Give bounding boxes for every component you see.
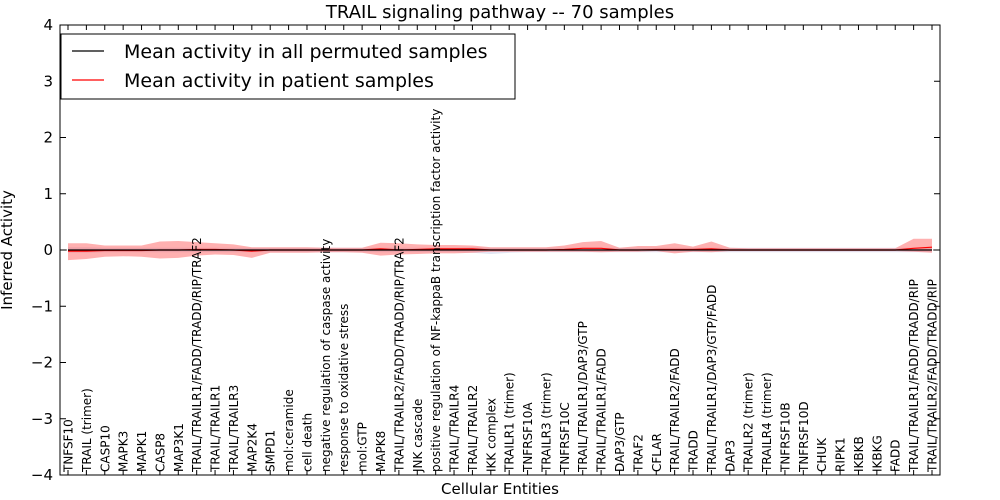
y-tick-label: 4 [43, 16, 53, 34]
x-tick-label: TRAILR3 (trimer) [539, 372, 553, 473]
x-tick-label: mol:ceramide [282, 389, 296, 472]
y-tick-label: −2 [31, 354, 53, 372]
x-tick-label: DAP3/GTP [613, 412, 627, 472]
x-tick-label: MAP2K4 [245, 423, 259, 472]
x-tick-label: TRAIL/TRAILR1/DAP3/GTP/FADD [705, 285, 719, 473]
x-tick-label: negative regulation of caspase activity [319, 239, 333, 472]
x-tick-label: TRAILR1 (trimer) [503, 372, 517, 473]
x-tick-label: MAPK1 [135, 431, 149, 472]
x-tick-label: DAP3 [723, 440, 737, 472]
legend: Mean activity in all permuted samples Me… [60, 33, 516, 100]
x-tick-label: SMPD1 [264, 430, 278, 472]
x-axis-label: Cellular Entities [441, 480, 559, 498]
x-tick-label: TRAILR2 (trimer) [742, 372, 756, 473]
x-tick-label: TRADD [687, 430, 701, 473]
x-tick-label: MAPK8 [374, 431, 388, 472]
x-tick-label: TNFRSF10B [778, 402, 792, 473]
x-tick-label: IKBKB [852, 436, 866, 472]
x-tick-label: TRAIL/TRAILR1/DAP3/GTP [576, 321, 590, 473]
y-tick-label: −1 [31, 297, 53, 315]
x-tick-label: TRAIL/TRAILR2 [466, 385, 480, 473]
x-tick-label: TRAIL/TRAILR4 [448, 385, 462, 473]
legend-label-patient: Mean activity in patient samples [124, 70, 434, 92]
y-tick-label: 0 [43, 241, 53, 259]
x-tick-label: CASP10 [98, 425, 112, 472]
x-tick-label: TRAIL/TRAILR1/FADD [595, 348, 609, 473]
x-tick-label: TNFRSF10D [797, 401, 811, 473]
x-tick-label: RIPK1 [834, 437, 848, 472]
x-tick-label: cell death [300, 413, 314, 472]
x-tick-label: IKK complex [484, 398, 498, 472]
x-tick-label: MAPK3 [117, 431, 131, 472]
y-tick-label: −3 [31, 410, 53, 428]
x-tick-label: TRAIL/TRAILR1/FADD/TRADD/RIP [907, 279, 921, 473]
x-tick-label: TRAIL (trimer) [80, 388, 94, 473]
x-tick-label: FADD [889, 440, 903, 473]
x-tick-label: positive regulation of NF-kappaB transcr… [429, 109, 443, 472]
x-tick-label: TRAIL/TRAILR1/FADD/TRADD/RIP/TRAF2 [190, 237, 204, 473]
chart-title: TRAIL signaling pathway -- 70 samples [325, 2, 674, 23]
x-tick-label: CFLAR [650, 433, 664, 472]
x-tick-label: CHUK [815, 437, 829, 472]
plot-frame [59, 24, 941, 476]
x-tick-label: mol:GTP [356, 422, 370, 472]
x-tick-label: TRAIL/TRAILR1 [209, 385, 223, 473]
x-tick-label: TRAIL/TRAILR3 [227, 385, 241, 473]
x-tick-label: IKBKG [870, 435, 884, 472]
x-tick-label: CASP8 [153, 433, 167, 472]
x-tick-label: TRAIL/TRAILR2/FADD/TRADD/RIP/TRAF2 [392, 237, 406, 473]
x-tick-label: TNFRSF10A [521, 402, 535, 473]
x-tick-label: TRAF2 [631, 434, 645, 473]
x-tick-label: response to oxidative stress [337, 304, 351, 472]
y-tick-label: 3 [43, 72, 53, 90]
x-tick-label: TRAILR4 (trimer) [760, 372, 774, 473]
legend-label-permuted: Mean activity in all permuted samples [124, 41, 487, 63]
legend-box [60, 33, 516, 100]
y-tick-label: 1 [43, 185, 53, 203]
x-tick-label: TRAIL/TRAILR2/FADD [668, 348, 682, 473]
x-tick-label: TNFRSF10C [558, 402, 572, 473]
x-tick-label: TRAIL/TRAILR2/FADD/TRADD/RIP [926, 279, 940, 473]
y-tick-label: 2 [43, 129, 53, 147]
y-axis-label: Inferred Activity [0, 190, 16, 310]
x-tick-label: TNFSF10 [62, 419, 76, 473]
x-tick-label: JNK cascade [411, 399, 425, 473]
y-tick-label: −4 [31, 466, 53, 484]
x-tick-label: MAP3K1 [172, 423, 186, 472]
